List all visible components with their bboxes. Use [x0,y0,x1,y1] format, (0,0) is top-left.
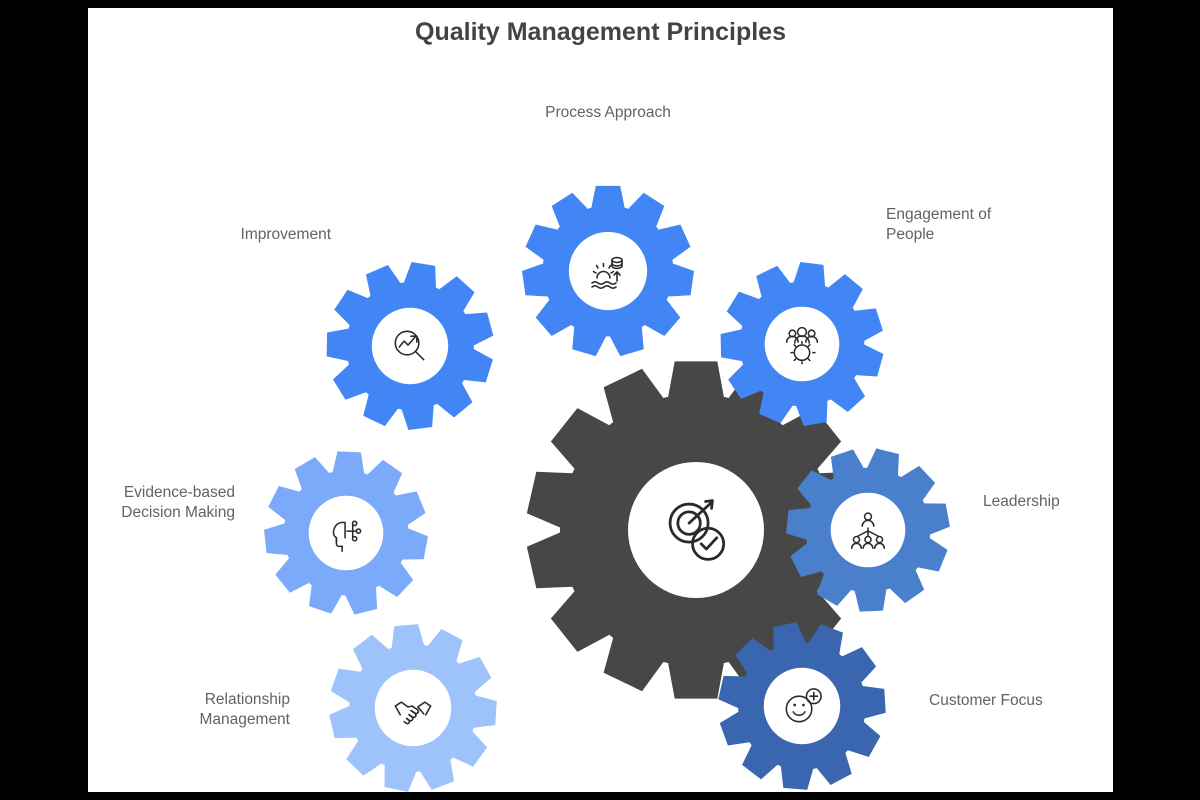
process-data-gear-icon [584,247,632,295]
people-group-gear-icon [779,321,825,367]
brain-network-icon [323,510,369,556]
gear-hub [628,462,764,598]
gear-hub [763,667,841,745]
gear-label-relationship-management: Relationship Management [199,691,290,728]
gear-engagement-of-people[interactable] [716,258,888,430]
gear-hub [568,231,648,311]
gear-improvement[interactable] [322,258,498,434]
page-title: Quality Management Principles [415,18,786,46]
gear-customer-focus[interactable] [714,618,890,792]
gear-center-quality-management[interactable] [522,356,870,704]
gear-label-engagement-of-people: Engagement of People [886,206,992,243]
gear-hub [371,307,449,385]
gear-label-evidence-based-decision-making: Evidence-based Decision Making [121,484,235,521]
gear-leadership[interactable] [782,444,954,616]
gear-hub [308,495,384,571]
gear-hub [374,669,452,747]
gear-evidence-based-decision-making[interactable] [260,447,432,619]
gear-label-leadership: Leadership [983,493,1060,510]
gear-relationship-management[interactable] [325,620,501,792]
target-arrow-check-icon [655,489,738,572]
gear-process-approach[interactable] [518,181,698,361]
smiley-plus-icon [779,683,826,730]
growth-magnifier-icon [387,323,434,370]
gear-label-customer-focus: Customer Focus [929,692,1043,709]
diagram-canvas: Quality Management Principles [88,8,1113,792]
gear-label-improvement: Improvement [240,226,331,243]
gear-label-process-approach: Process Approach [545,104,671,121]
handshake-icon [390,685,437,732]
org-hierarchy-icon [845,507,891,553]
